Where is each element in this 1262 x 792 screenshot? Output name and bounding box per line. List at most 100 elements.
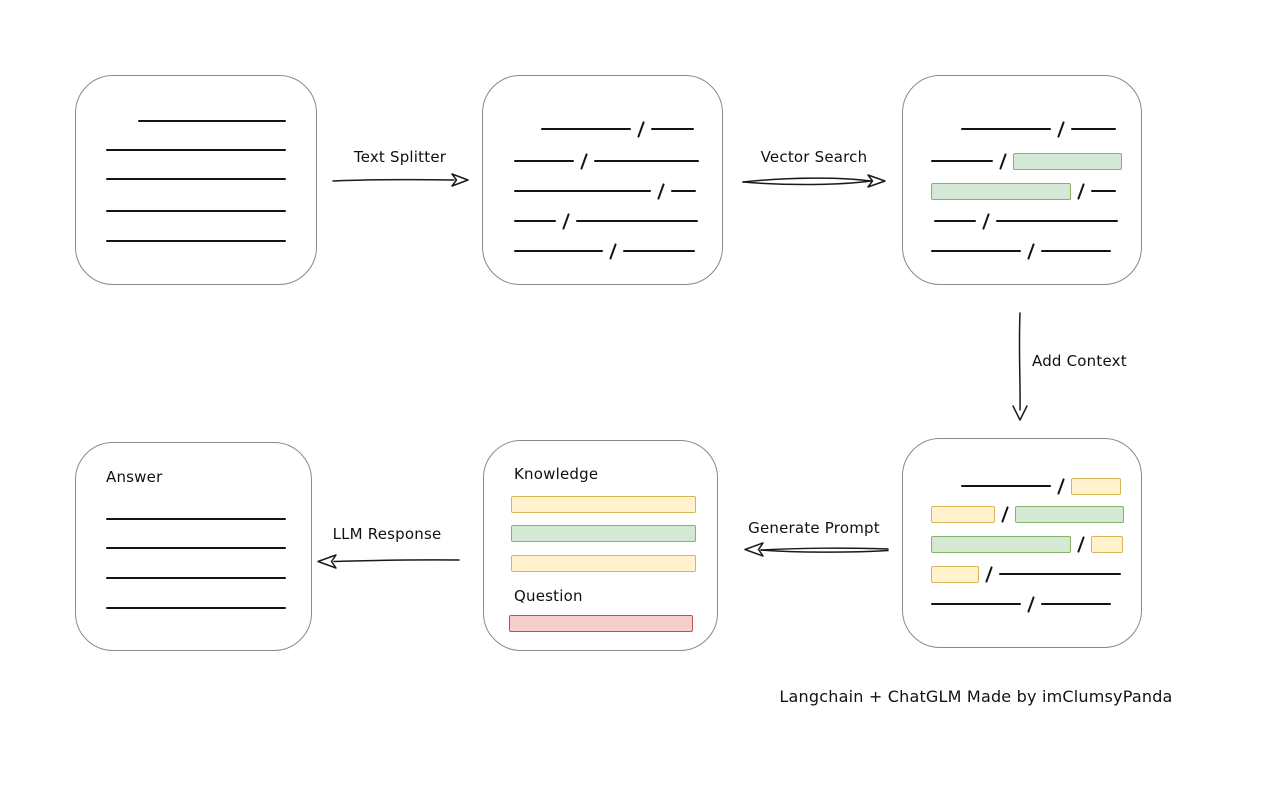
box-row bbox=[931, 241, 1111, 261]
text-splitter-arrow bbox=[332, 173, 469, 187]
text-line bbox=[623, 250, 695, 252]
green-chunk bbox=[1015, 505, 1124, 523]
box-row bbox=[106, 509, 286, 529]
slash-separator bbox=[1027, 595, 1035, 613]
text-line bbox=[106, 210, 286, 212]
box-row bbox=[961, 476, 1121, 496]
box-row bbox=[106, 140, 286, 160]
split-chunks-box bbox=[482, 75, 723, 285]
text-line bbox=[514, 250, 603, 252]
box-row bbox=[541, 119, 694, 139]
yellow-chunk bbox=[511, 554, 696, 572]
slash-separator bbox=[580, 152, 588, 170]
text-line bbox=[996, 220, 1118, 222]
box-row bbox=[106, 169, 286, 189]
green-chunk bbox=[931, 182, 1071, 200]
text-line bbox=[1091, 190, 1116, 192]
box-label: Answer bbox=[106, 468, 163, 486]
slash-separator bbox=[1027, 242, 1035, 260]
vector-search-label: Vector Search bbox=[760, 148, 868, 166]
box-row: Question bbox=[514, 586, 583, 606]
slash-separator bbox=[562, 212, 570, 230]
text-line bbox=[931, 603, 1021, 605]
box-row bbox=[514, 151, 699, 171]
text-line bbox=[671, 190, 696, 192]
box-row bbox=[931, 504, 1124, 524]
text-line bbox=[106, 240, 286, 242]
context-box bbox=[902, 438, 1142, 648]
text-line bbox=[1071, 128, 1116, 130]
text-line bbox=[961, 128, 1051, 130]
box-row bbox=[511, 553, 696, 573]
text-line bbox=[999, 573, 1121, 575]
document-box bbox=[75, 75, 317, 285]
slash-separator bbox=[1077, 182, 1085, 200]
text-line bbox=[1041, 603, 1111, 605]
box-row bbox=[931, 564, 1121, 584]
add-context-arrow bbox=[1012, 312, 1028, 421]
text-line bbox=[594, 160, 699, 162]
yellow-chunk bbox=[931, 505, 995, 523]
text-line bbox=[514, 220, 556, 222]
box-label: Question bbox=[514, 587, 583, 605]
text-line bbox=[106, 178, 286, 180]
diagram-caption: Langchain + ChatGLM Made by imClumsyPand… bbox=[779, 687, 1173, 706]
add-context-label: Add Context bbox=[1032, 352, 1127, 370]
box-row bbox=[961, 119, 1116, 139]
box-label: Knowledge bbox=[514, 465, 599, 483]
slash-separator bbox=[1057, 477, 1065, 495]
slash-separator bbox=[1057, 120, 1065, 138]
yellow-chunk bbox=[1091, 535, 1123, 553]
green-chunk bbox=[511, 524, 696, 542]
yellow-chunk bbox=[931, 565, 979, 583]
box-row bbox=[931, 151, 1122, 171]
text-line bbox=[961, 485, 1051, 487]
box-row bbox=[934, 211, 1118, 231]
text-line bbox=[514, 160, 574, 162]
slash-separator bbox=[657, 182, 665, 200]
text-line bbox=[541, 128, 631, 130]
box-row bbox=[106, 568, 286, 588]
slash-separator bbox=[985, 565, 993, 583]
box-row bbox=[138, 111, 286, 131]
vector-search-result-box bbox=[902, 75, 1142, 285]
slash-separator bbox=[637, 120, 645, 138]
green-chunk bbox=[1013, 152, 1122, 170]
text-line bbox=[106, 149, 286, 151]
box-row bbox=[931, 181, 1116, 201]
box-row bbox=[931, 594, 1111, 614]
text-line bbox=[934, 220, 976, 222]
box-row bbox=[106, 538, 286, 558]
red-chunk bbox=[509, 614, 693, 632]
text-line bbox=[138, 120, 286, 122]
green-chunk bbox=[931, 535, 1071, 553]
yellow-chunk bbox=[1071, 477, 1121, 495]
box-row bbox=[106, 231, 286, 251]
vector-search-arrow bbox=[742, 174, 886, 188]
text-line bbox=[514, 190, 651, 192]
generate-prompt-arrow bbox=[744, 542, 889, 557]
box-row bbox=[931, 534, 1123, 554]
text-line bbox=[106, 547, 286, 549]
box-row: Knowledge bbox=[514, 464, 598, 484]
slash-separator bbox=[1077, 535, 1085, 553]
text-line bbox=[106, 518, 286, 520]
slash-separator bbox=[609, 242, 617, 260]
yellow-chunk bbox=[511, 495, 696, 513]
text-line bbox=[576, 220, 698, 222]
llm-response-arrow bbox=[317, 554, 460, 569]
text-splitter-label: Text Splitter bbox=[353, 148, 447, 166]
box-row bbox=[106, 201, 286, 221]
box-row bbox=[514, 241, 695, 261]
answer-box: Answer bbox=[75, 442, 312, 651]
box-row: Answer bbox=[106, 467, 162, 487]
text-line bbox=[106, 577, 286, 579]
box-row bbox=[511, 523, 696, 543]
text-line bbox=[931, 160, 993, 162]
generate-prompt-label: Generate Prompt bbox=[748, 519, 880, 537]
text-line bbox=[106, 607, 286, 609]
text-line bbox=[1041, 250, 1111, 252]
slash-separator bbox=[999, 152, 1007, 170]
